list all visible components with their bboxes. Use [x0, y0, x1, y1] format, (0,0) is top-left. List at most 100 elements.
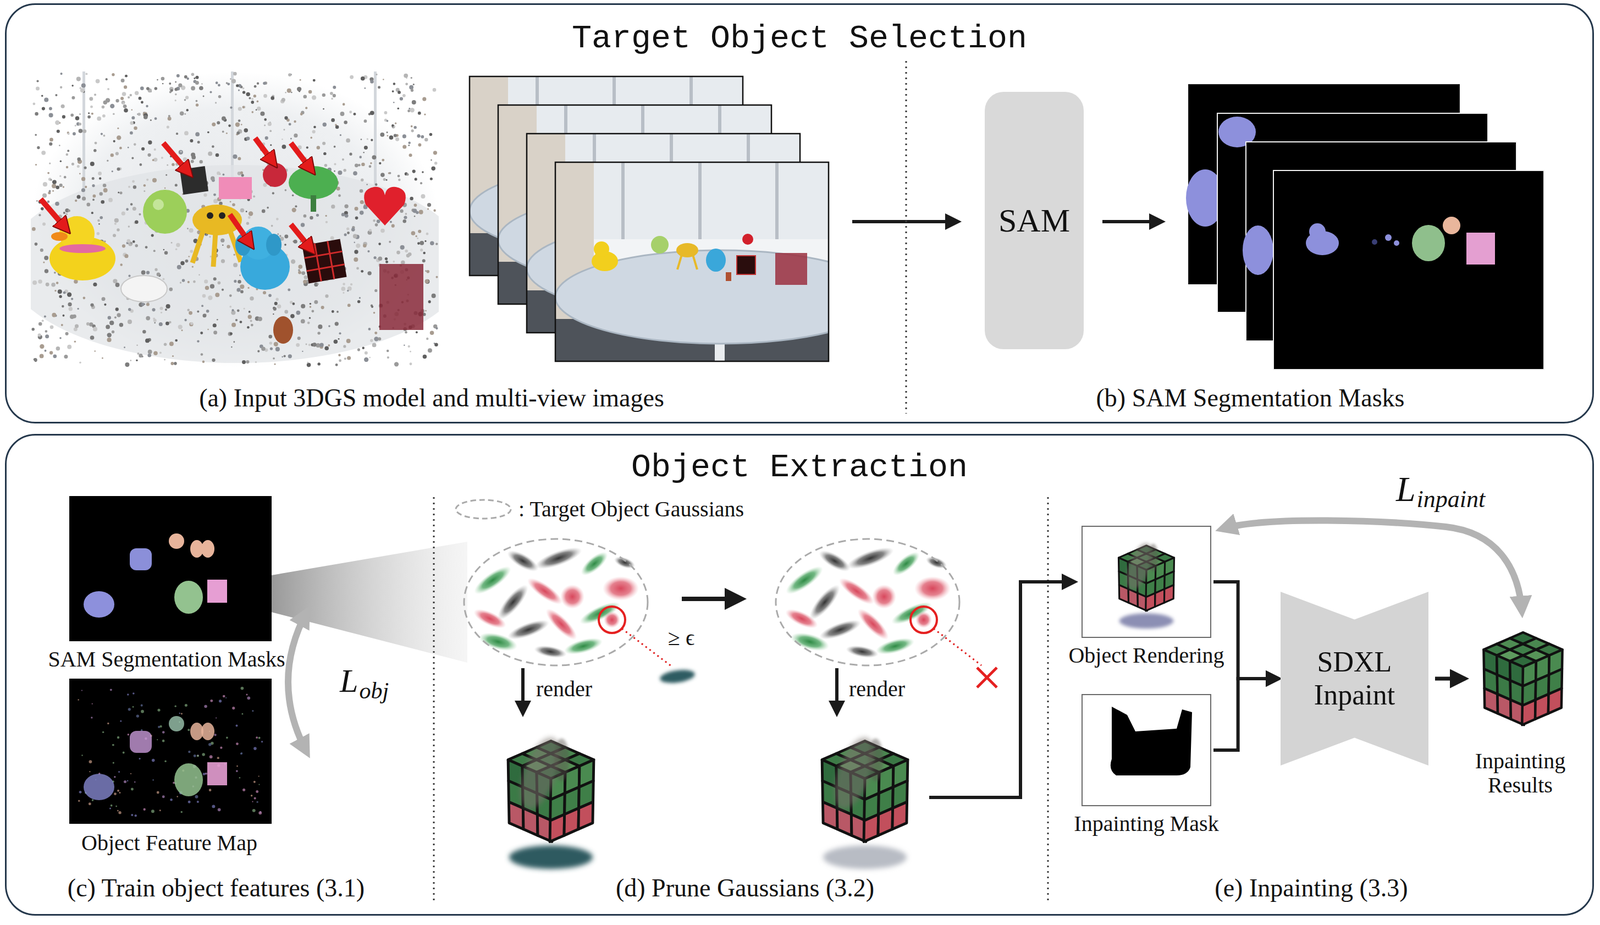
point — [123, 104, 128, 109]
speckle — [210, 699, 213, 703]
point — [370, 339, 374, 343]
point — [431, 293, 437, 299]
point — [37, 333, 42, 337]
rubiks-cube — [836, 808, 852, 836]
point — [405, 212, 408, 215]
point — [48, 107, 53, 111]
point — [134, 219, 139, 224]
point — [394, 122, 397, 125]
point — [59, 175, 62, 178]
point — [154, 268, 158, 272]
point — [357, 348, 361, 351]
speckle — [162, 739, 165, 743]
speckle — [140, 704, 143, 707]
point — [273, 307, 277, 311]
point — [153, 249, 156, 252]
point — [146, 86, 150, 91]
point — [164, 308, 168, 311]
point — [248, 310, 251, 313]
object-feature-map-image — [129, 730, 152, 753]
point — [290, 91, 292, 93]
point — [165, 321, 170, 326]
point — [246, 326, 250, 329]
sam-mask-stack — [1442, 216, 1461, 235]
point — [187, 280, 190, 284]
point — [74, 199, 77, 202]
point — [371, 155, 377, 160]
point — [315, 343, 320, 348]
point — [203, 279, 208, 284]
point — [61, 305, 65, 308]
point — [262, 183, 267, 187]
point — [92, 282, 97, 287]
point — [42, 181, 48, 187]
point — [417, 229, 422, 234]
speckle — [258, 784, 260, 786]
point — [90, 161, 95, 167]
point-cloud-render — [230, 71, 234, 182]
connector — [1213, 678, 1279, 750]
point — [384, 111, 388, 115]
point — [221, 288, 224, 291]
point — [232, 154, 237, 159]
point — [242, 87, 245, 90]
sam-mask-stack — [1466, 232, 1495, 265]
point — [56, 129, 60, 134]
point — [54, 94, 58, 97]
point — [368, 356, 371, 359]
object-feature-map-image — [69, 678, 272, 824]
multi-view-images — [469, 76, 886, 362]
toy-pink-box — [218, 177, 252, 200]
point — [81, 188, 86, 192]
point — [293, 120, 296, 123]
point — [409, 350, 412, 353]
point — [241, 360, 246, 364]
point — [398, 178, 401, 182]
speckle — [109, 807, 112, 810]
point — [107, 87, 110, 91]
point — [269, 129, 272, 132]
point — [137, 112, 141, 117]
point — [403, 215, 407, 219]
point — [433, 209, 436, 212]
point — [76, 194, 81, 199]
point — [332, 85, 336, 90]
point — [213, 199, 218, 204]
point — [31, 327, 35, 331]
point — [346, 289, 349, 292]
point — [324, 163, 328, 168]
speckle — [176, 795, 179, 798]
point — [175, 132, 179, 135]
point-cloud-render — [30, 71, 439, 368]
point — [139, 163, 142, 167]
point — [362, 151, 364, 153]
point — [195, 80, 200, 85]
point — [370, 79, 374, 84]
point — [330, 118, 335, 123]
point — [195, 131, 200, 137]
point — [245, 92, 250, 97]
point — [411, 129, 415, 132]
point — [231, 309, 234, 312]
point — [131, 108, 134, 111]
loss-subscript: inpaint — [1416, 486, 1486, 513]
point — [122, 91, 127, 97]
point — [110, 153, 114, 157]
point — [427, 202, 432, 207]
point — [130, 241, 133, 245]
point — [244, 128, 248, 132]
point — [57, 289, 63, 294]
point — [45, 334, 49, 339]
point — [202, 313, 207, 318]
point — [87, 112, 90, 114]
legend-text: : Target Object Gaussians — [518, 497, 744, 522]
point — [298, 268, 301, 272]
point — [309, 305, 312, 308]
point — [346, 355, 351, 360]
point — [420, 135, 424, 139]
point — [127, 319, 132, 324]
point — [406, 173, 409, 176]
point — [322, 108, 325, 110]
speckle — [117, 789, 120, 792]
